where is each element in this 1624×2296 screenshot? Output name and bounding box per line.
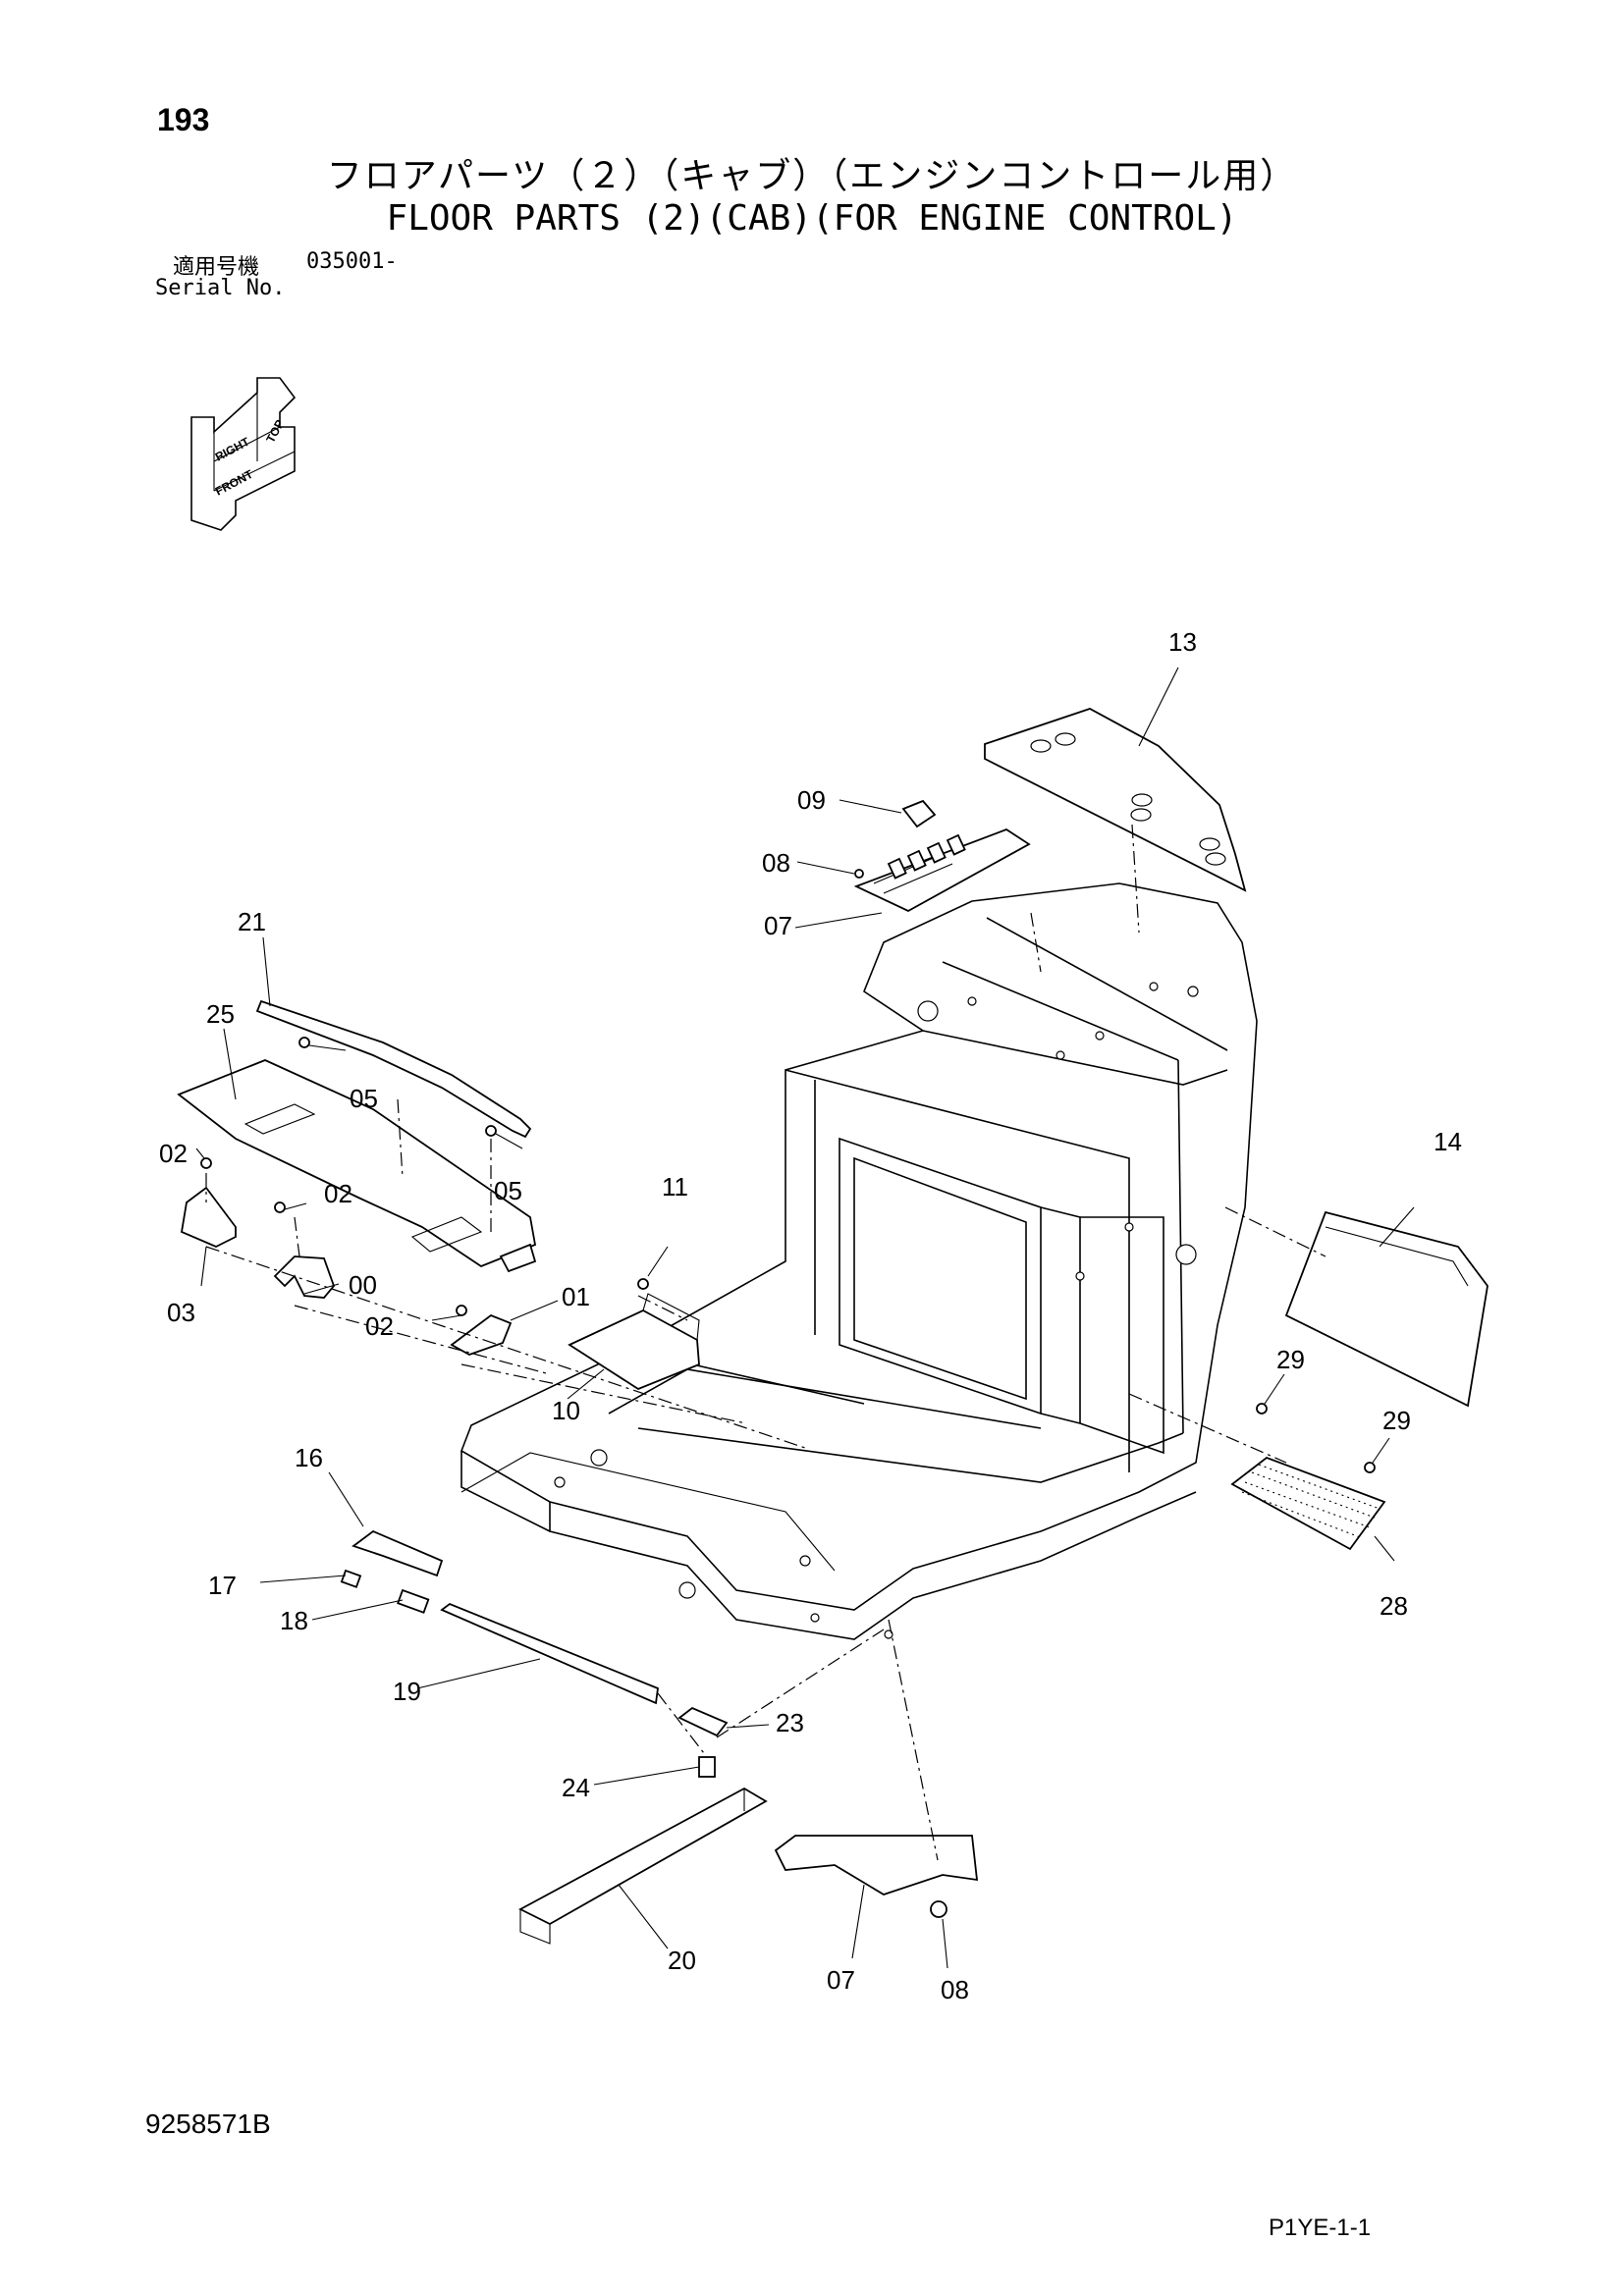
part-10-cover	[568, 1308, 700, 1391]
part-14-side-panel	[1284, 1210, 1489, 1408]
callout-29: 29	[1382, 1406, 1411, 1435]
callout-20: 20	[668, 1946, 696, 1975]
screw-fasteners	[200, 1037, 1376, 1918]
callout-08: 08	[762, 848, 790, 878]
orientation-label-right: RIGHT	[213, 434, 252, 463]
orientation-arrows-icon: TOP RIGHT FRONT	[190, 377, 297, 531]
serial-label-english: Serial No.	[155, 276, 286, 300]
callout-29: 29	[1276, 1345, 1305, 1374]
part-23-plate	[677, 1706, 729, 1737]
orientation-label-top: TOP	[263, 417, 287, 445]
title-japanese: フロアパーツ（２）（キャブ）（エンジンコントロール用）	[326, 156, 1298, 196]
part-17-block	[340, 1569, 362, 1588]
part-18-block	[397, 1588, 430, 1614]
part-21-strip	[255, 999, 532, 1139]
part-07-lower-bracket	[774, 1835, 979, 1896]
callout-03: 03	[167, 1298, 195, 1327]
callout-18: 18	[280, 1606, 308, 1635]
cab-floor-frame	[460, 882, 1258, 1640]
callout-02: 02	[324, 1179, 352, 1208]
callout-07: 07	[764, 911, 792, 940]
part-00-bracket	[273, 1255, 336, 1299]
callout-00: 00	[349, 1270, 377, 1300]
callout-24: 24	[562, 1773, 590, 1802]
callout-05: 05	[350, 1084, 378, 1113]
callout-01: 01	[562, 1282, 590, 1311]
callout-16: 16	[295, 1443, 323, 1472]
callout-02: 02	[365, 1311, 394, 1341]
callout-02: 02	[159, 1139, 188, 1168]
assembly-guide-lines	[205, 824, 1326, 1861]
part-07-09-switch-panel	[853, 799, 1031, 913]
part-20-beam	[518, 1787, 768, 1926]
page-number: 193	[157, 102, 210, 137]
callout-17: 17	[208, 1571, 237, 1600]
callout-leader-lines	[195, 667, 1415, 1969]
part-16-plate	[352, 1529, 444, 1577]
part-13-cover-plate	[984, 708, 1247, 892]
callout-19: 19	[393, 1677, 421, 1706]
callout-25: 25	[206, 999, 235, 1029]
serial-value: 035001-	[306, 249, 398, 274]
callout-13: 13	[1168, 627, 1197, 657]
serial-label-japanese: 適用号機	[173, 255, 260, 280]
page-code: P1YE-1-1	[1269, 2215, 1372, 2241]
callout-14: 14	[1434, 1127, 1462, 1156]
document-number: 9258571B	[145, 2109, 271, 2139]
callout-09: 09	[797, 785, 826, 815]
part-28-perforated-plate	[1230, 1456, 1386, 1551]
callout-07: 07	[827, 1965, 855, 1995]
callout-10: 10	[552, 1396, 580, 1425]
callout-08: 08	[941, 1975, 969, 2004]
callout-23: 23	[776, 1708, 804, 1737]
callout-21: 21	[238, 907, 266, 936]
callout-05: 05	[494, 1176, 522, 1205]
part-19-bar	[440, 1602, 659, 1705]
part-03-bracket	[180, 1186, 237, 1248]
callout-11: 11	[662, 1172, 688, 1201]
title-english: FLOOR PARTS (2)(CAB)(FOR ENGINE CONTROL)	[386, 198, 1238, 239]
part-24-block	[698, 1756, 716, 1778]
part-01-bracket	[450, 1313, 513, 1356]
callout-28: 28	[1380, 1591, 1408, 1621]
